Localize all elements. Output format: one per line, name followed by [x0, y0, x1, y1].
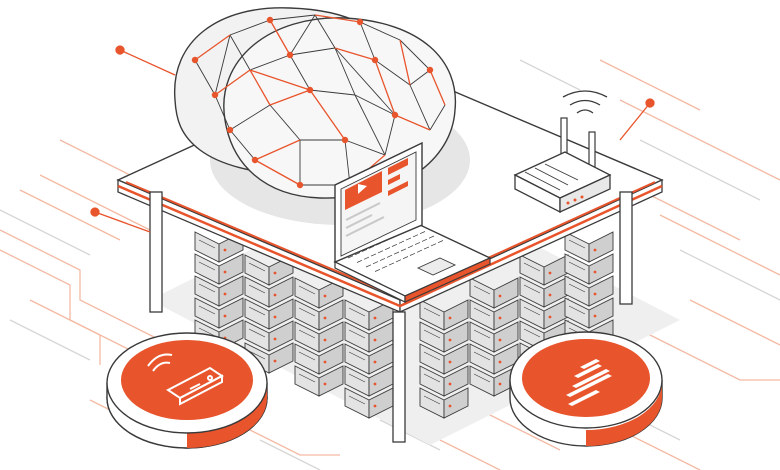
brain-icon — [174, 7, 457, 199]
circuit-traces — [0, 59, 780, 470]
stacked-bars-badge — [509, 331, 663, 447]
server-rack — [294, 277, 344, 397]
server-rack — [419, 299, 469, 419]
callout-lines — [90, 45, 655, 233]
wireless-device-icon — [147, 353, 224, 406]
server-rack — [244, 254, 294, 374]
stacked-bars-icon — [566, 359, 612, 406]
server-rack — [469, 277, 519, 397]
server-rack — [344, 299, 394, 419]
server-rack — [194, 231, 244, 351]
laptop-icon — [333, 141, 492, 303]
wifi-router-icon — [513, 90, 612, 214]
wireless-device-badge — [106, 332, 268, 449]
